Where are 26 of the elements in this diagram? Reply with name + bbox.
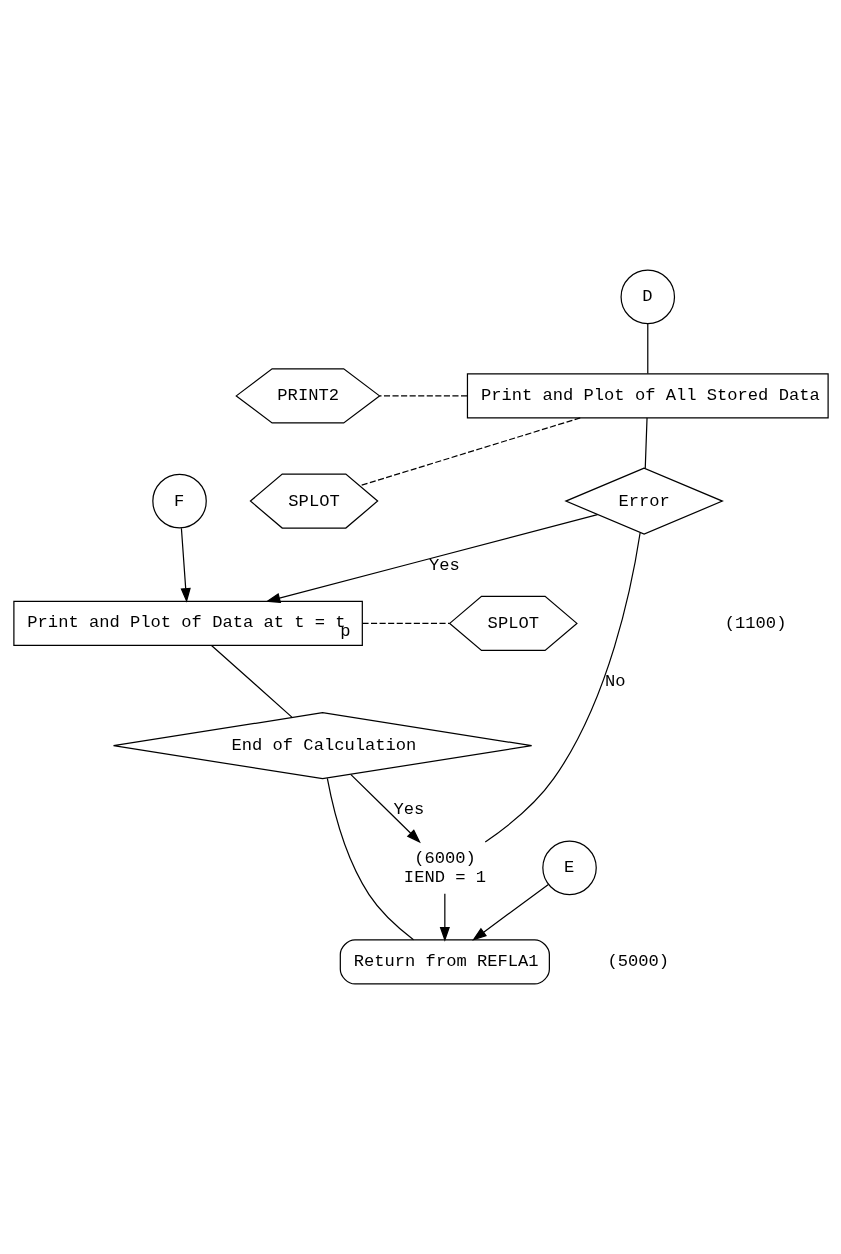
node-circle: E xyxy=(541,840,597,896)
edge-label: No xyxy=(604,672,626,692)
node-text: (6000) IEND = 1 xyxy=(403,849,486,887)
connector xyxy=(646,323,648,375)
node-box: Print and Plot of All Stored Data xyxy=(466,373,829,419)
connector xyxy=(358,417,581,487)
label: (5000) xyxy=(606,952,669,972)
arrow xyxy=(471,884,549,941)
label: (1100) xyxy=(724,613,786,633)
arrow xyxy=(180,527,191,603)
connector xyxy=(484,532,641,843)
arrow xyxy=(349,774,421,844)
node-box: Return from REFLA1 xyxy=(339,939,550,985)
node-diamond: End of Calculation xyxy=(112,712,532,780)
connector xyxy=(378,395,468,397)
edge-label: Yes xyxy=(428,555,460,575)
edge-label: Yes xyxy=(392,800,424,820)
arrow xyxy=(265,513,598,603)
connector xyxy=(361,622,450,624)
arrow xyxy=(439,893,450,942)
node-circle: D xyxy=(619,269,675,325)
node-diamond: Error xyxy=(563,467,724,535)
connector xyxy=(326,777,414,941)
connector xyxy=(210,644,292,718)
node-circle: F xyxy=(151,473,207,529)
connector xyxy=(644,417,648,469)
